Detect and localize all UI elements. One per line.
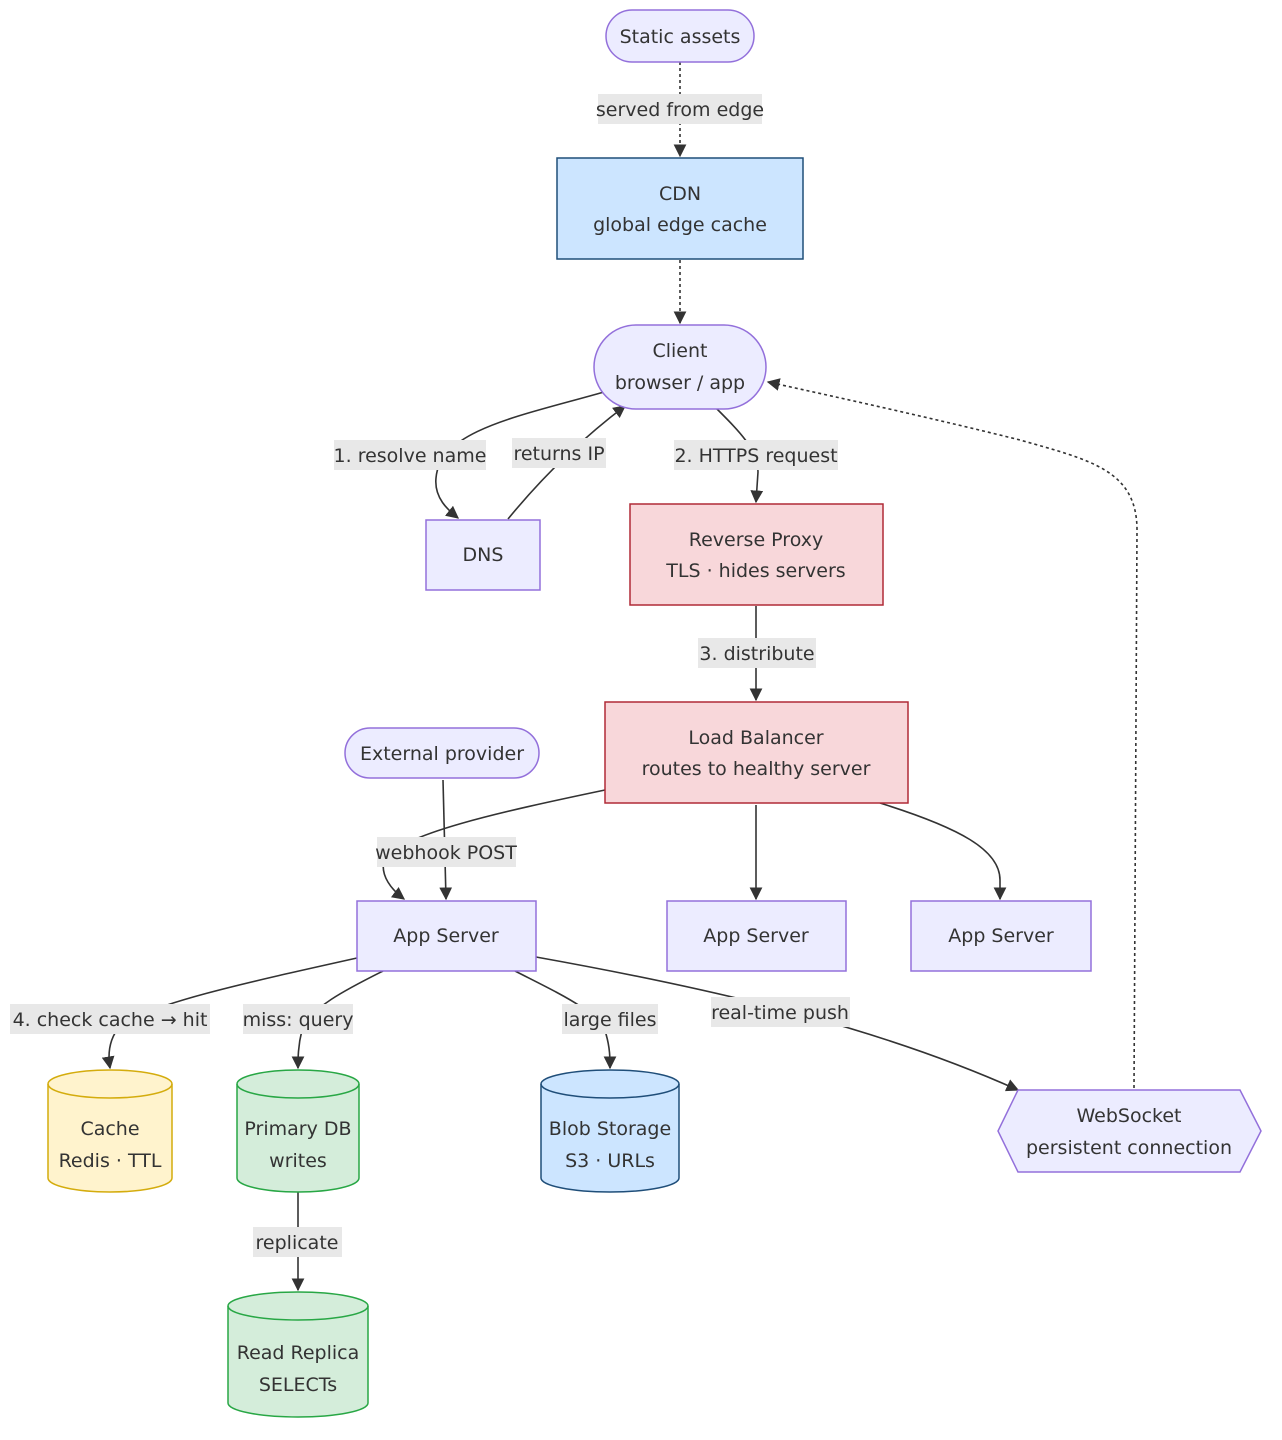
- svg-text:webhook POST: webhook POST: [375, 842, 517, 864]
- node-label: Primary DB: [244, 1118, 351, 1140]
- edge-label-check-cache: 4. check cache → hit: [10, 1004, 210, 1034]
- nodes: Static assets CDN global edge cache Clie…: [47, 9, 1262, 1418]
- edge-label-webhook-post: webhook POST: [375, 837, 517, 867]
- node-websocket[interactable]: WebSocket persistent connection: [997, 1089, 1262, 1173]
- svg-text:1. resolve name: 1. resolve name: [334, 445, 487, 467]
- edge-websocket-to-client: [766, 378, 1138, 1089]
- node-label: CDN: [659, 183, 701, 205]
- node-label: Read Replica: [237, 1342, 360, 1364]
- edge-label-https-request: 2. HTTPS request: [674, 440, 838, 470]
- node-sublabel: browser / app: [615, 372, 745, 394]
- node-label: App Server: [393, 925, 499, 947]
- node-external-provider[interactable]: External provider: [344, 727, 540, 779]
- node-sublabel: routes to healthy server: [642, 758, 871, 780]
- node-sublabel: writes: [269, 1150, 327, 1172]
- node-primary-db[interactable]: Primary DB writes: [236, 1069, 360, 1193]
- node-label: Reverse Proxy: [689, 529, 823, 551]
- node-read-replica[interactable]: Read Replica SELECTs: [227, 1291, 369, 1418]
- node-label: App Server: [948, 925, 1054, 947]
- edge-label-distribute: 3. distribute: [698, 638, 816, 668]
- edge-labels: served from edge 1. resolve name returns…: [10, 94, 850, 1257]
- node-sublabel: Redis · TTL: [59, 1150, 162, 1172]
- edge-label-served-from-edge: served from edge: [596, 94, 764, 124]
- svg-text:served from edge: served from edge: [596, 99, 764, 121]
- node-reverse-proxy[interactable]: Reverse Proxy TLS · hides servers: [629, 503, 884, 606]
- node-cache[interactable]: Cache Redis · TTL: [47, 1069, 173, 1193]
- node-label: WebSocket: [1076, 1105, 1181, 1127]
- node-static-assets[interactable]: Static assets: [605, 9, 755, 63]
- node-sublabel: S3 · URLs: [565, 1150, 655, 1172]
- svg-text:replicate: replicate: [256, 1232, 339, 1254]
- node-app-server-3[interactable]: App Server: [910, 900, 1092, 972]
- svg-text:returns IP: returns IP: [513, 443, 604, 465]
- node-label: Static assets: [620, 26, 741, 48]
- node-blob-storage[interactable]: Blob Storage S3 · URLs: [540, 1069, 680, 1193]
- node-label: Load Balancer: [688, 727, 823, 749]
- node-cdn[interactable]: CDN global edge cache: [556, 157, 804, 260]
- edge-label-large-files: large files: [562, 1004, 658, 1034]
- svg-text:4. check cache → hit: 4. check cache → hit: [13, 1009, 208, 1031]
- node-client[interactable]: Client browser / app: [593, 324, 767, 410]
- node-label: App Server: [703, 925, 809, 947]
- svg-text:miss: query: miss: query: [243, 1009, 354, 1031]
- edge-label-miss-query: miss: query: [243, 1004, 354, 1034]
- node-app-server-2[interactable]: App Server: [666, 900, 847, 972]
- node-sublabel: global edge cache: [593, 214, 767, 236]
- svg-text:real-time push: real-time push: [711, 1002, 849, 1024]
- node-label: Cache: [80, 1118, 139, 1140]
- svg-text:2. HTTPS request: 2. HTTPS request: [674, 445, 837, 467]
- svg-text:large files: large files: [563, 1009, 656, 1031]
- edge-label-replicate: replicate: [253, 1227, 342, 1257]
- node-sublabel: persistent connection: [1026, 1137, 1232, 1159]
- node-label: External provider: [360, 743, 524, 765]
- edge-lb-to-app3: [879, 802, 1007, 901]
- edge-label-realtime-push: real-time push: [711, 997, 850, 1027]
- node-load-balancer[interactable]: Load Balancer routes to healthy server: [604, 701, 909, 804]
- node-sublabel: TLS · hides servers: [665, 560, 845, 582]
- edge-label-returns-ip: returns IP: [512, 438, 606, 468]
- edge-label-resolve-name: 1. resolve name: [334, 440, 487, 470]
- node-sublabel: SELECTs: [259, 1374, 337, 1396]
- svg-text:3. distribute: 3. distribute: [699, 643, 814, 665]
- node-app-server-1[interactable]: App Server: [356, 900, 537, 972]
- node-dns[interactable]: DNS: [425, 519, 541, 591]
- node-label: Blob Storage: [549, 1118, 671, 1140]
- node-label: DNS: [463, 544, 504, 566]
- node-label: Client: [652, 340, 707, 362]
